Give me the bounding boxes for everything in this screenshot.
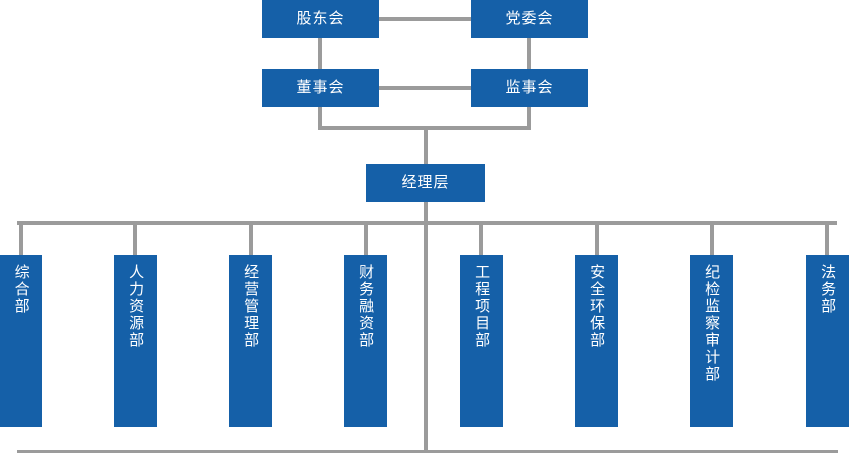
connector-board-down bbox=[318, 105, 322, 128]
node-safety-environment-label: 安全环保部 bbox=[588, 264, 607, 349]
node-human-resources[interactable]: 人力资源部 bbox=[114, 255, 157, 427]
connector-party-to-supervisors bbox=[527, 36, 531, 71]
node-board-of-directors-label: 董事会 bbox=[296, 78, 345, 97]
node-board-of-supervisors-label: 监事会 bbox=[505, 78, 554, 97]
node-legal-affairs-label: 法务部 bbox=[819, 264, 838, 315]
node-party-committee[interactable]: 党委会 bbox=[471, 0, 588, 38]
stem-operations-management bbox=[249, 221, 253, 257]
node-operations-management[interactable]: 经营管理部 bbox=[229, 255, 272, 427]
node-safety-environment[interactable]: 安全环保部 bbox=[575, 255, 618, 427]
node-shareholders[interactable]: 股东会 bbox=[262, 0, 379, 38]
stem-finance-financing bbox=[364, 221, 368, 257]
department-bus-line bbox=[17, 221, 837, 225]
connector-supervisors-down bbox=[527, 105, 531, 128]
stem-general-affairs bbox=[19, 221, 23, 257]
node-discipline-audit-label: 纪检监察审计部 bbox=[703, 264, 722, 383]
node-finance-financing-label: 财务融资部 bbox=[357, 264, 376, 349]
connector-shareholders-to-party bbox=[379, 17, 471, 21]
node-operations-management-label: 经营管理部 bbox=[242, 264, 261, 349]
node-discipline-audit[interactable]: 纪检监察审计部 bbox=[690, 255, 733, 427]
connector-shareholders-to-board bbox=[318, 36, 322, 71]
node-general-affairs[interactable]: 综合部 bbox=[0, 255, 42, 427]
connector-management-down bbox=[424, 200, 428, 450]
node-board-of-directors[interactable]: 董事会 bbox=[262, 69, 379, 107]
node-shareholders-label: 股东会 bbox=[296, 9, 345, 28]
node-management-label: 经理层 bbox=[401, 173, 450, 192]
node-general-affairs-label: 综合部 bbox=[12, 264, 31, 315]
node-finance-financing[interactable]: 财务融资部 bbox=[344, 255, 387, 427]
bottom-baseline bbox=[17, 450, 838, 453]
node-legal-affairs[interactable]: 法务部 bbox=[806, 255, 849, 427]
node-party-committee-label: 党委会 bbox=[505, 9, 554, 28]
connector-bracket-center-down bbox=[424, 126, 428, 166]
stem-discipline-audit bbox=[710, 221, 714, 257]
node-management[interactable]: 经理层 bbox=[366, 164, 485, 202]
node-board-of-supervisors[interactable]: 监事会 bbox=[471, 69, 588, 107]
connector-board-to-supervisors bbox=[379, 86, 471, 90]
stem-safety-environment bbox=[595, 221, 599, 257]
stem-human-resources bbox=[133, 221, 137, 257]
node-engineering-project-label: 工程项目部 bbox=[473, 264, 492, 349]
stem-engineering-project bbox=[479, 221, 483, 257]
stem-legal-affairs bbox=[825, 221, 829, 257]
node-engineering-project[interactable]: 工程项目部 bbox=[460, 255, 503, 427]
node-human-resources-label: 人力资源部 bbox=[127, 264, 146, 349]
